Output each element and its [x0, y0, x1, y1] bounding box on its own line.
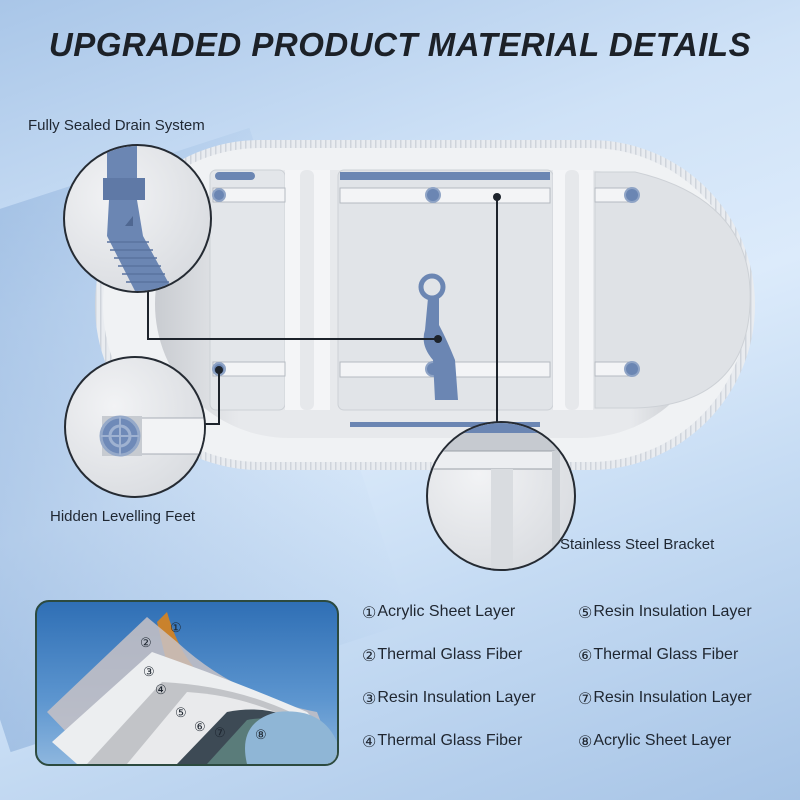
zoom-circle-bracket	[426, 421, 576, 571]
layer-marker: ①	[170, 620, 182, 635]
leader-line-feet-v	[218, 370, 220, 425]
foot-icon	[425, 187, 441, 203]
foot-icon	[212, 188, 226, 202]
zoom-circle-feet	[64, 356, 206, 498]
compartment-right	[594, 171, 751, 409]
foot-icon	[624, 361, 640, 377]
material-layers-image: ① ② ③ ④ ⑤ ⑥ ⑦ ⑧	[35, 600, 339, 766]
leader-line-feet-h	[200, 423, 220, 425]
page-title: UPGRADED PRODUCT MATERIAL DETAILS	[48, 26, 752, 63]
leader-dot-feet	[215, 366, 223, 374]
callout-bracket-label: Stainless Steel Bracket	[560, 536, 715, 553]
drain-hose-icon	[103, 146, 173, 291]
callout-feet-label: Hidden Levelling Feet	[50, 508, 196, 525]
foot-icon	[624, 187, 640, 203]
layer-marker: ⑤	[175, 705, 187, 720]
callout-drain-label: Fully Sealed Drain System	[28, 117, 205, 134]
bathtub-top-view	[95, 140, 755, 470]
layer-marker: ②	[140, 635, 152, 650]
zoom-circle-drain	[63, 144, 212, 293]
bracket-top-center	[339, 187, 551, 204]
levelling-foot-icon	[99, 415, 204, 457]
leader-line-drain-v	[147, 282, 149, 340]
leader-dot-drain	[434, 335, 442, 343]
layer-marker: ⑥	[194, 719, 206, 734]
layer-marker: ④	[155, 682, 167, 697]
leader-line-bracket	[496, 197, 498, 442]
leader-dot-bracket	[493, 193, 501, 201]
layer-marker: ⑦	[214, 725, 226, 740]
leader-line-drain-h	[147, 338, 437, 340]
steel-bracket-icon	[428, 423, 574, 569]
layer-marker: ⑧	[255, 727, 267, 742]
layer-marker: ③	[143, 664, 155, 679]
drain-hose	[423, 298, 458, 400]
